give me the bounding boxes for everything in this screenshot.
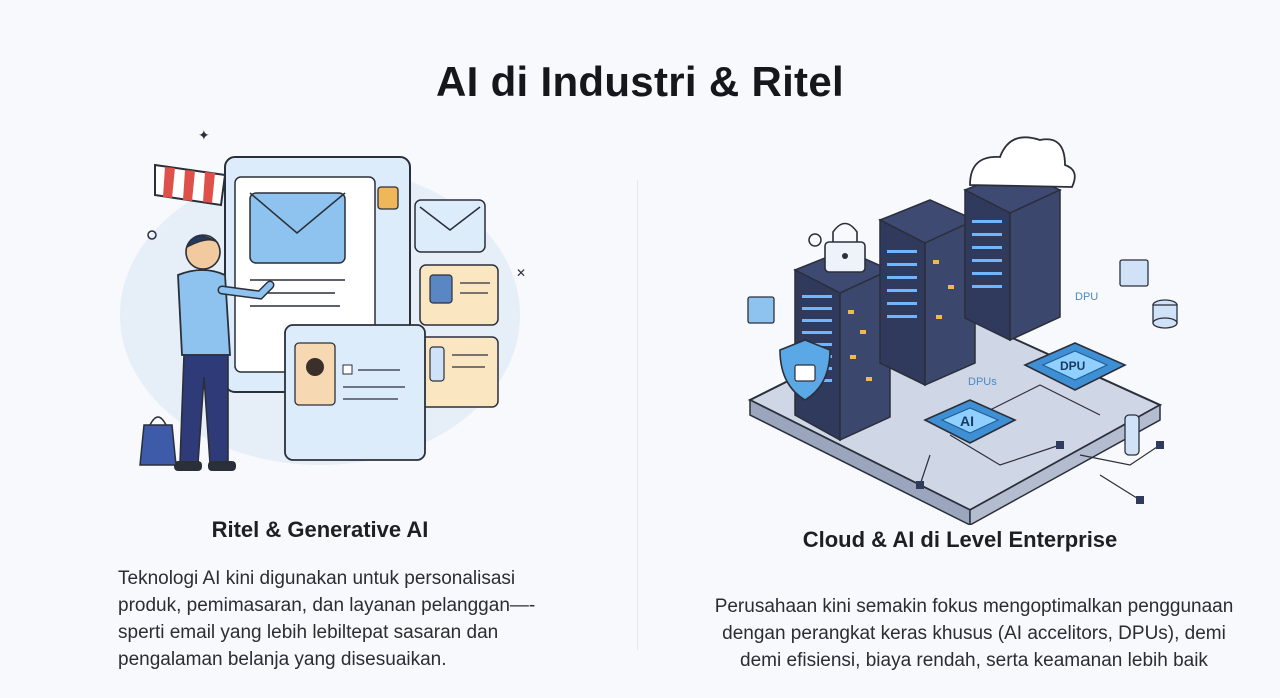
dpu-chip-label: DPU [1060, 359, 1085, 373]
server-datacenter-icon: AI DPU DPUs DPU [747, 136, 1178, 525]
svg-text:✕: ✕ [516, 266, 526, 280]
page-title: AI di Industri & Ritel [436, 58, 844, 105]
retail-panel: ✦ ✕ Ritel & Generative AI Teknologi AI k… [100, 115, 570, 695]
enterprise-panel: AI DPU DPUs DPU Cloud & AI di Level Ente… [680, 115, 1240, 695]
ai-chip-label: AI [960, 413, 974, 429]
svg-text:✦: ✦ [198, 128, 210, 144]
retail-person-screens-icon: ✦ ✕ [120, 128, 526, 471]
dpus-float-label: DPUs [968, 376, 997, 388]
enterprise-subtitle: Cloud & AI di Level Enterprise [802, 527, 1118, 552]
retail-description: Teknologi AI kini digunakan untuk person… [118, 568, 536, 670]
dpu-float-label: DPU [1075, 291, 1098, 303]
enterprise-description: Perusahaan kini semakin fokus mengoptima… [714, 596, 1234, 671]
retail-subtitle: Ritel & Generative AI [211, 517, 429, 542]
column-divider [637, 180, 638, 650]
